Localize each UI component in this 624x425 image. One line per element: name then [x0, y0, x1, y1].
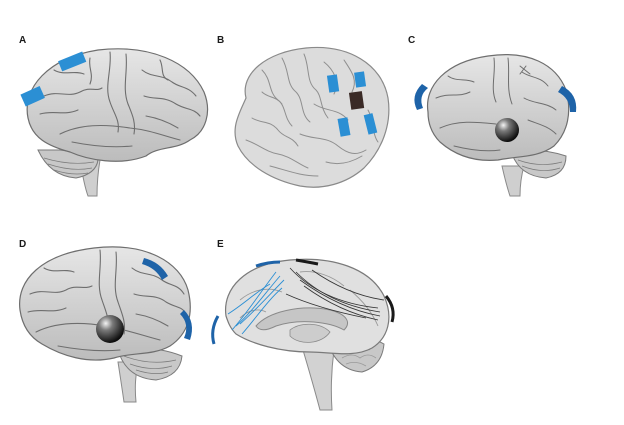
- tracts-dark-e: [285, 267, 385, 321]
- cerebrum-b: [234, 46, 390, 188]
- electrode-b-4: [337, 117, 351, 137]
- cerebrum-c: [426, 54, 570, 161]
- electrode-a-upper: [58, 51, 87, 72]
- stim-pad-d-top: [142, 258, 168, 280]
- panel-label-c: C: [408, 35, 416, 46]
- brainstem-c: [501, 165, 525, 197]
- electrode-b-2: [354, 71, 367, 88]
- tracts-blue-e: [227, 271, 285, 335]
- corpus-callosum-e: [255, 307, 348, 331]
- cerebrum-e: [224, 258, 390, 355]
- sulci-a: [39, 51, 201, 148]
- sulci-b: [245, 53, 379, 177]
- electrode-b-1: [326, 74, 340, 93]
- panel-a-brain: [20, 48, 209, 197]
- stim-pad-c-front: [414, 84, 428, 110]
- deep-target-c: [495, 118, 519, 142]
- electrode-b-3: [348, 91, 365, 110]
- panel-label-e: E: [217, 239, 224, 250]
- coil-arc-e-right: [384, 295, 395, 323]
- deep-target-d: [96, 315, 124, 343]
- panel-label-a: A: [19, 35, 27, 46]
- stim-arc-e-top: [255, 260, 281, 268]
- cerebrum-d: [19, 246, 191, 361]
- sulci-c: [435, 57, 557, 152]
- panel-label-d: D: [19, 239, 27, 250]
- stim-pad-c-back: [558, 86, 577, 112]
- panel-c-brain: [414, 54, 577, 197]
- stim-arc-e-left: [211, 315, 220, 345]
- brainstem-e: [299, 339, 335, 411]
- electrode-b-5: [363, 113, 378, 135]
- panel-label-b: B: [217, 35, 225, 46]
- cerebrum-a: [26, 48, 209, 162]
- panel-e-brain: [211, 258, 395, 411]
- stim-pad-d-back: [180, 310, 192, 340]
- thalamus-e: [289, 323, 331, 343]
- panel-b-brain: [234, 46, 390, 188]
- panel-d-brain: [19, 246, 192, 403]
- electrode-a-lower: [20, 86, 45, 107]
- coil-arc-e-top: [295, 258, 319, 266]
